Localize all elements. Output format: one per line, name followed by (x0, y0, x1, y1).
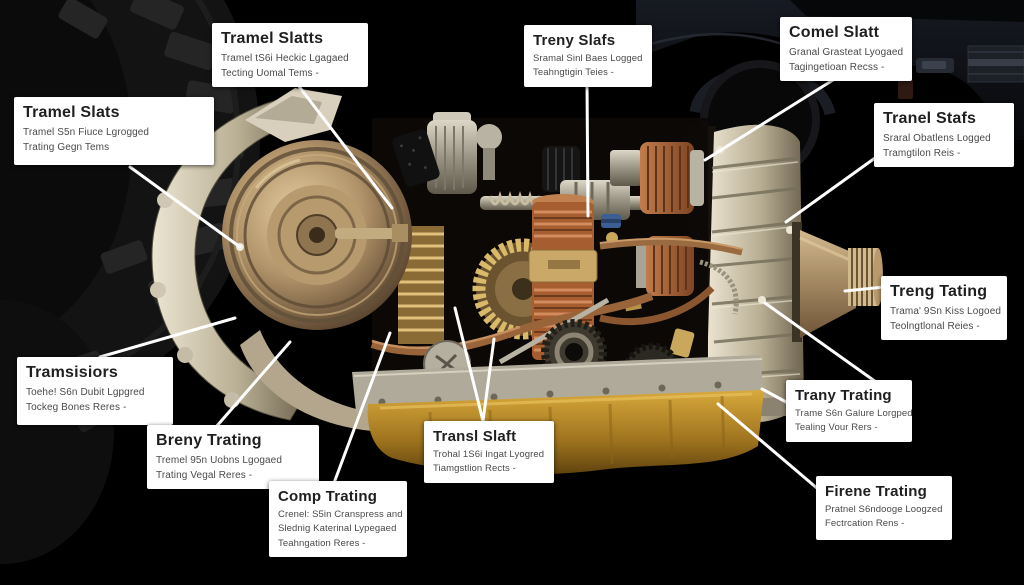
callout-line: Tramel tS6i Heckic Lgagaed (221, 53, 349, 64)
callout-title: Breny Trating (156, 432, 262, 449)
callout-box-8: Firene Trating Pratnel S6ndooge Loogzed … (816, 476, 952, 540)
callout-line: Pratnel S6ndooge Loogzed (825, 504, 943, 515)
callout-line: Toehe! S6n Dubit Lgpgred (26, 387, 145, 398)
callout-line: Fectrcation Rens - (825, 518, 905, 530)
callout-line: Trating Gegn Tems (23, 142, 110, 153)
callout-line: Sramal Sinl Baes Logged (533, 53, 643, 64)
callout-line: Granal Grasteat Lyogaed (789, 47, 904, 58)
callout-title: Treng Tating (890, 283, 988, 300)
callout-box-1: Tramel Slats Tramel S5n Fiuce Lgrogged T… (14, 97, 214, 165)
oil-pan (352, 355, 764, 475)
callout-box-6: Treng Tating Trama' 9Sn Kiss Logoed Teol… (881, 276, 1007, 340)
callout-line: Sraral Obatlens Logged (883, 133, 991, 144)
callout-line: Tramel S5n Fiuce Lgrogged (23, 127, 150, 138)
callout-line: Teahngtigin Teies - (533, 67, 614, 79)
torque-converter (150, 88, 412, 432)
callout-line: Tockeg Bones Reres - (26, 402, 127, 413)
callout-line: Tealing Vour Rers - (795, 422, 878, 434)
callout-title: Tramsisiors (26, 364, 119, 381)
callout-box-11: Comp Trating Crenel: S5in Cranspress and… (269, 481, 407, 557)
callout-title: Comel Slatt (789, 24, 880, 41)
callout-line: Teolngtlonal Reies - (890, 321, 980, 332)
callout-line: Trama' 9Sn Kiss Logoed (890, 306, 1002, 317)
callout-line: Slednig Katerinal Lypegaed (278, 523, 397, 535)
callout-box-2: Tramel Slatts Tramel tS6i Heckic Lgagaed… (212, 23, 368, 87)
callout-box-3: Treny Slafs Sramal Sinl Baes Logged Teah… (524, 25, 652, 87)
callout-title: Tramel Slatts (221, 30, 324, 47)
callout-title: Trany Trating (795, 387, 892, 404)
callout-line: Trame S6n Galure Lorgped (795, 408, 913, 419)
callout-box-9: Tramsisiors Toehe! S6n Dubit Lgpgred Toc… (17, 357, 173, 425)
callout-box-12: Transl Slaft Trohal 1S6i Ingat Lyogred T… (424, 421, 554, 483)
callout-line: Tramgtilon Reis - (883, 148, 961, 159)
output-shaft (799, 230, 883, 338)
callout-title: Firene Trating (825, 483, 927, 500)
callout-line: Tecting Uomal Tems - (221, 68, 319, 79)
gear-train (370, 112, 743, 408)
callout-line: Crenel: S5in Cranspress and (278, 509, 403, 520)
callout-box-4: Comel Slatt Granal Grasteat Lyogaed Tagi… (780, 17, 912, 81)
leader-lines (98, 78, 886, 491)
callout-box-7: Trany Trating Trame S6n Galure Lorgped T… (786, 380, 913, 442)
callout-title: Tramel Slats (23, 104, 120, 121)
callout-title: Comp Trating (278, 488, 378, 505)
callout-title: Tranel Stafs (883, 110, 977, 127)
callout-line: Tagingetioan Recss - (789, 62, 885, 73)
callout-box-10: Breny Trating Tremel 95n Uobns Lgogaed T… (147, 425, 319, 489)
callout-line: Trohal 1S6i Ingat Lyogred (433, 449, 545, 460)
callout-title: Treny Slafs (533, 32, 616, 49)
callout-title: Transl Slaft (433, 428, 517, 445)
callout-line: Teahngation Reres - (278, 537, 366, 549)
callout-line: Tremel 95n Uobns Lgogaed (156, 455, 282, 466)
callout-box-5: Tranel Stafs Sraral Obatlens Logged Tram… (874, 103, 1014, 167)
callout-line: Tiamgstlion Rects - (433, 463, 516, 475)
callout-line: Trating Vegal Reres - (156, 470, 253, 481)
